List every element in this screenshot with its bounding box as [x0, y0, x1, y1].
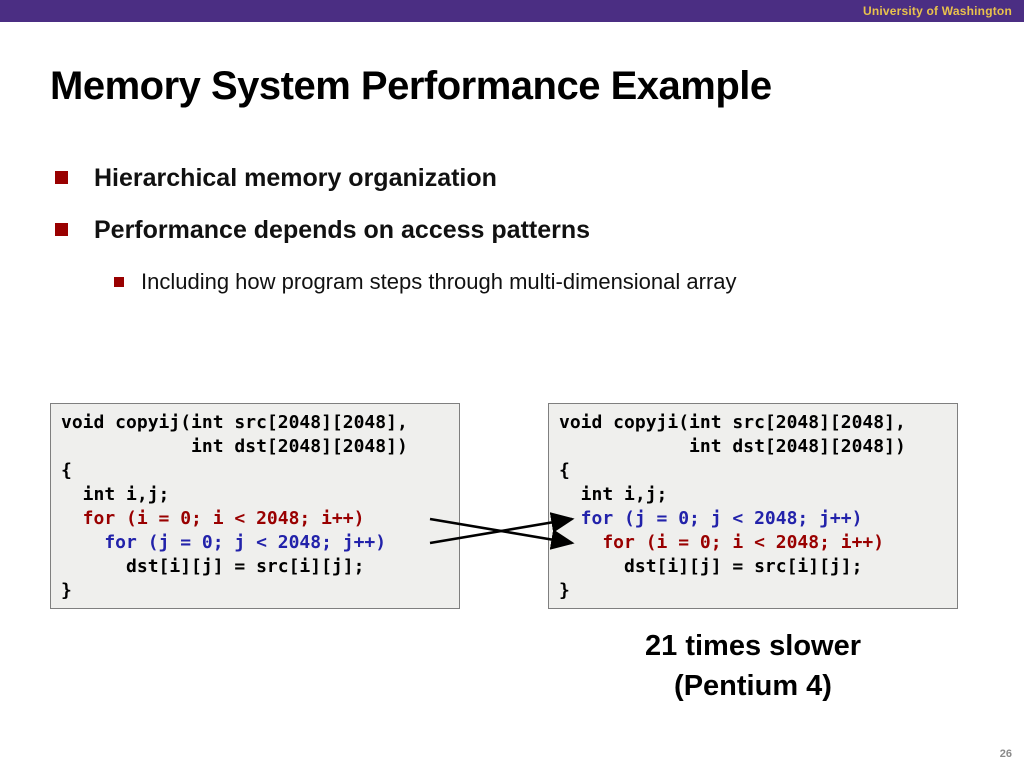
code-line: dst[i][j] = src[i][j]; [61, 556, 365, 577]
page-number: 26 [999, 748, 1012, 760]
sub-bullet-text: Including how program steps through mult… [141, 269, 737, 294]
code-box-copyji: void copyji(int src[2048][2048], int dst… [548, 403, 958, 609]
bullet-item-2: Performance depends on access patterns [52, 214, 984, 247]
bullet-text: Hierarchical memory organization [94, 164, 497, 192]
bullet-text: Performance depends on access patterns [94, 215, 591, 244]
code-line: int dst[2048][2048]) [61, 436, 408, 457]
slide-title: Memory System Performance Example [50, 64, 772, 108]
bullet-item-1: Hierarchical memory organization [52, 162, 984, 195]
annotation-line-1: 21 times slower [645, 630, 861, 662]
code-line: { [61, 460, 72, 481]
code-line: int i,j; [61, 484, 170, 505]
code-line: } [61, 580, 72, 601]
annotation-line-2: (Pentium 4) [674, 670, 832, 703]
bullet-subitem-1: Including how program steps through mult… [114, 268, 984, 296]
sub-bullet-square-icon [114, 277, 124, 287]
bullet-list: Hierarchical memory organization Perform… [52, 162, 984, 296]
code-box-copyij: void copyij(int src[2048][2048], int dst… [50, 403, 460, 609]
code-line: for (j = 0; j < 2048; j++) [559, 508, 863, 529]
loop-swap-arrows-icon [429, 512, 575, 550]
institution-label: University of Washington [862, 4, 1012, 18]
code-line: void copyji(int src[2048][2048], [559, 412, 906, 433]
code-line: for (i = 0; i < 2048; i++) [559, 532, 885, 553]
code-line: int i,j; [559, 484, 668, 505]
bullet-square-icon [55, 222, 68, 236]
code-line: void copyij(int src[2048][2048], [61, 412, 408, 433]
header-bar: University of Washington [0, 0, 1024, 22]
code-line: { [559, 460, 570, 481]
code-line: dst[i][j] = src[i][j]; [559, 556, 863, 577]
code-line: for (j = 0; j < 2048; j++) [61, 532, 387, 553]
performance-annotation: 21 times slower (Pentium 4) [548, 626, 958, 706]
code-line: for (i = 0; i < 2048; i++) [61, 508, 365, 529]
code-line: int dst[2048][2048]) [559, 436, 906, 457]
code-line: } [559, 580, 570, 601]
bullet-square-icon [55, 171, 68, 184]
